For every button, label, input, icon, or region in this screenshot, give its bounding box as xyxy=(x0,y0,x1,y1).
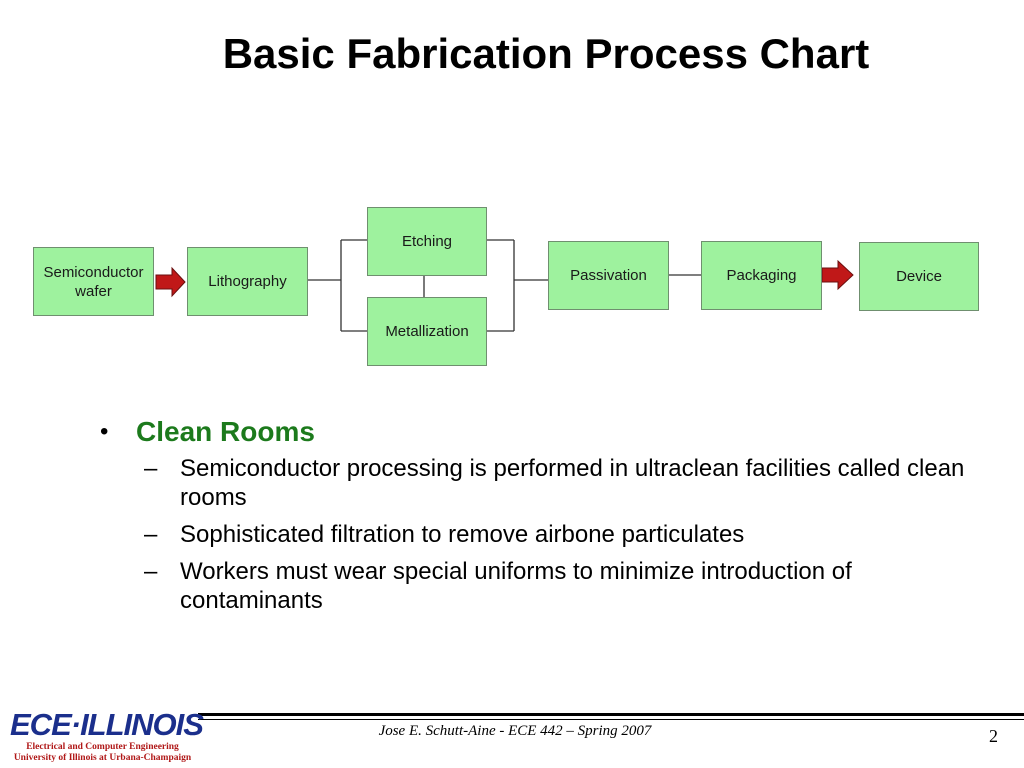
logo-dept-line: Electrical and Computer Engineering xyxy=(26,742,179,752)
bullet-clean-rooms: • Clean Rooms xyxy=(100,412,980,452)
sub-bullet-text: Semiconductor processing is performed in… xyxy=(180,455,965,511)
sub-bullet-text: Workers must wear special uniforms to mi… xyxy=(180,558,852,614)
node-metallization: Metallization xyxy=(367,297,487,366)
node-passivation: Passivation xyxy=(548,241,669,310)
sub-bullet-item: – Workers must wear special uniforms to … xyxy=(144,557,980,615)
footer-rule-thin xyxy=(198,719,1024,720)
logo-univ-line: University of Illinois at Urbana-Champai… xyxy=(13,753,192,763)
node-lithography: Lithography xyxy=(187,247,308,316)
node-device: Device xyxy=(859,242,979,311)
bullet-marker: • xyxy=(100,418,109,445)
node-etching: Etching xyxy=(367,207,487,276)
logo-wordmark: ECE·ILLINOIS xyxy=(10,707,204,742)
arrow-wafer-lithography xyxy=(155,266,186,298)
footer-credit: Jose E. Schutt-Aine - ECE 442 – Spring 2… xyxy=(378,723,652,739)
ece-illinois-logo: ECE·ILLINOIS Electrical and Computer Eng… xyxy=(10,707,204,764)
footer-rule-thick xyxy=(198,713,1024,716)
slide-title: Basic Fabrication Process Chart xyxy=(222,30,870,77)
bullet-list: • Clean Rooms – Semiconductor processing… xyxy=(100,412,980,623)
node-packaging: Packaging xyxy=(701,241,822,310)
page-number: 2 xyxy=(989,726,998,746)
sub-bullet-marker: – xyxy=(144,521,158,548)
sub-bullet-marker: – xyxy=(144,455,158,482)
connector-lines xyxy=(155,239,854,332)
sub-bullet-item: – Sophisticated filtration to remove air… xyxy=(144,520,980,549)
node-semiconductor-wafer: Semiconductor wafer xyxy=(33,247,154,316)
sub-bullet-item: – Semiconductor processing is performed … xyxy=(144,454,980,512)
arrow-packaging-device xyxy=(821,259,854,291)
bullet-text: Clean Rooms xyxy=(136,416,315,447)
sub-bullet-list: – Semiconductor processing is performed … xyxy=(100,454,980,615)
sub-bullet-text: Sophisticated filtration to remove airbo… xyxy=(180,521,745,548)
sub-bullet-marker: – xyxy=(144,558,158,585)
